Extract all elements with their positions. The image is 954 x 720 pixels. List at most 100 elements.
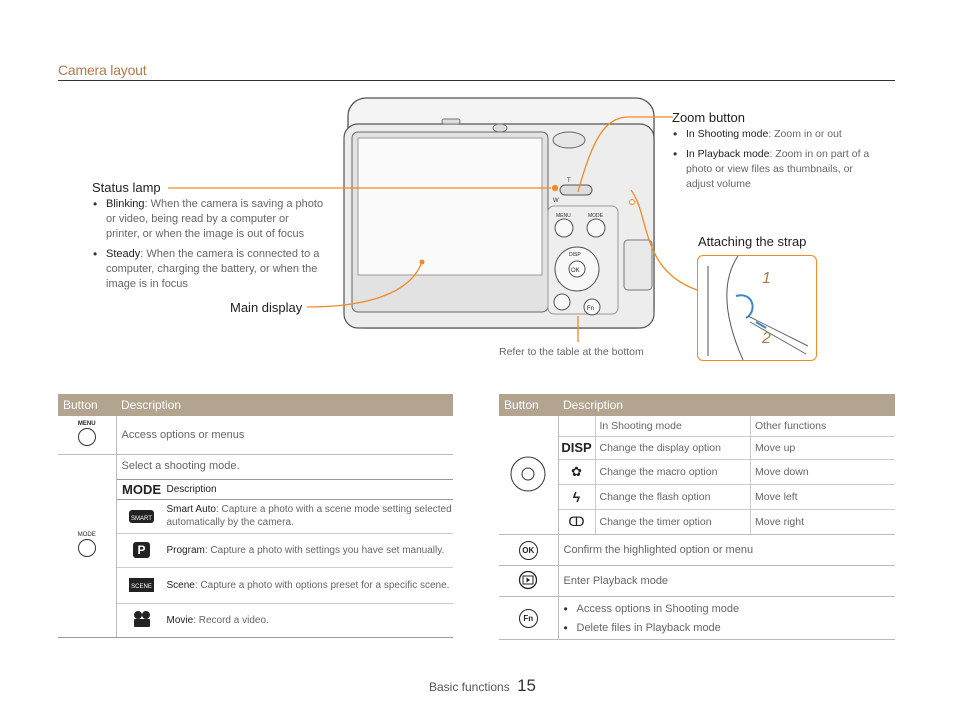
disp-other: Move up (750, 436, 895, 460)
strap-title: Attaching the strap (698, 234, 807, 249)
footer-section: Basic functions (429, 680, 510, 694)
table-row: Enter Playback mode (499, 565, 895, 597)
camera-illustration: T W MENU MODE OK DISP Fn (343, 97, 655, 329)
table-row: SMART Smart Auto: Capture a photo with a… (116, 499, 453, 534)
playback-icon (519, 570, 538, 589)
program-icon-text: P (133, 542, 150, 558)
smart-auto-text: : Capture a photo with a scene mode sett… (166, 504, 452, 528)
macro-shooting: Change the macro option (594, 459, 751, 485)
ok-icon-cell: OK (499, 534, 559, 566)
zoom-button-callout: Zoom button In Shooting mode: Zoom in or… (672, 110, 882, 197)
refer-note: Refer to the table at the bottom (499, 346, 644, 358)
fn-item: Delete files in Playback mode (564, 621, 895, 636)
movie-text: : Record a video. (193, 614, 269, 626)
smart-auto-term: Smart Auto (166, 504, 216, 515)
right-header-button: Button (499, 394, 558, 416)
zoom-text: : Zoom in on part of a photo or view fil… (686, 148, 870, 190)
table-row: OK Confirm the highlighted option or men… (499, 534, 895, 566)
strap-illustration (697, 255, 817, 361)
smart-auto-icon: SMART (116, 499, 167, 534)
zoom-item: In Shooting mode: Zoom in or out (673, 127, 882, 142)
strap-step-2: 2 (762, 330, 771, 347)
nav-col-other: Other functions (750, 416, 895, 437)
camera-fn-label: Fn (587, 306, 594, 312)
mode-button-label: MODE (77, 531, 96, 538)
mode-sub-table: MODE Description SMART Smart Auto: Captu… (116, 478, 454, 638)
menu-button-icon (77, 427, 96, 446)
status-lamp-item: Blinking: When the camera is saving a ph… (93, 197, 324, 242)
table-row: ↀ Change the timer option Move right (559, 509, 895, 534)
flash-icon: ϟ (558, 484, 595, 510)
table-row: ✿ Change the macro option Move down (558, 459, 895, 485)
zoom-text: : Zoom in or out (768, 128, 842, 140)
smart-auto-text-cell: Smart Auto: Capture a photo with a scene… (166, 499, 453, 534)
program-term: Program (166, 544, 205, 556)
header-divider (58, 80, 895, 81)
status-lamp-callout: Status lamp Blinking: When the camera is… (92, 180, 324, 297)
table-row: P Program: Capture a photo with settings… (116, 533, 453, 568)
fn-icon: Fn (518, 608, 538, 628)
fn-description-cell: Access options in Shooting mode Delete f… (558, 596, 895, 640)
camera-mode-label: MODE (588, 213, 604, 219)
table-row: SCENE Scene: Capture a photo with option… (116, 567, 453, 604)
playback-description: Enter Playback mode (558, 565, 895, 597)
scene-icon-text: SCENE (129, 578, 154, 592)
table-row: DISP Change the display option Move up (558, 436, 895, 460)
left-header-button: Button (58, 394, 116, 416)
camera-ok-label: OK (571, 268, 580, 274)
mode-button-icon (77, 538, 96, 557)
main-display-title: Main display (230, 300, 303, 315)
status-lamp-text: : When the camera is saving a photo or v… (106, 198, 324, 240)
mode-icon-header: MODE (116, 479, 167, 500)
menu-button-cell: MENU (58, 416, 117, 455)
zoom-term: In Playback mode (686, 148, 770, 160)
disp-shooting: Change the display option (594, 436, 751, 460)
macro-icon: ✿ (558, 459, 595, 485)
scene-text-cell: Scene: Capture a photo with options pres… (166, 567, 453, 604)
timer-other: Move right (750, 509, 895, 534)
movie-icon (117, 603, 167, 637)
status-lamp-term: Steady (106, 248, 141, 260)
mode-sub-header: Description (166, 479, 453, 500)
zoom-button-title: Zoom button (672, 110, 745, 125)
mode-description-cell: Select a shooting mode. MODE Description… (116, 454, 453, 638)
status-lamp-title: Status lamp (92, 180, 161, 195)
nav-dial-icon (510, 456, 546, 491)
timer-icon: ↀ (568, 513, 585, 529)
nav-sub-table: In Shooting mode Other functions DISP Ch… (558, 416, 895, 534)
status-lamp-item: Steady: When the camera is connected to … (93, 247, 324, 292)
scene-icon: SCENE (116, 567, 167, 604)
status-lamp-text: : When the camera is connected to a comp… (106, 248, 320, 290)
camera-disp-label: DISP (569, 252, 581, 258)
zoom-item: In Playback mode: Zoom in on part of a p… (673, 147, 882, 192)
flash-shooting: Change the flash option (594, 484, 751, 510)
nav-col-shooting: In Shooting mode (594, 416, 751, 437)
disp-icon: DISP (558, 436, 595, 460)
table-row: MENU Access options or menus (58, 416, 453, 455)
smart-auto-icon-text: SMART (129, 509, 154, 523)
ok-icon: OK (518, 540, 538, 560)
movie-text-cell: Movie: Record a video. (167, 603, 454, 637)
page-number: 15 (517, 676, 536, 695)
zoom-term: In Shooting mode (686, 128, 769, 140)
menu-button-label: MENU (77, 420, 96, 427)
scene-text: : Capture a photo with options preset fo… (194, 579, 450, 591)
table-row: MODE Select a shooting mode. MODE Descri… (58, 454, 453, 638)
program-text-cell: Program: Capture a photo with settings y… (166, 533, 453, 568)
left-button-table: Button Description MENU Access options o… (58, 394, 453, 638)
fn-item: Access options in Shooting mode (564, 602, 895, 617)
timer-shooting: Change the timer option (594, 509, 751, 534)
status-lamp-term: Blinking (106, 198, 145, 210)
strap-step-1: 1 (762, 270, 771, 287)
nav-dial-cell (499, 416, 559, 535)
left-header-description: Description (116, 394, 453, 416)
table-row: In Shooting mode Other functions DISP Ch… (499, 416, 895, 535)
mode-button-cell: MODE (58, 454, 117, 638)
right-button-table: Button Description In Shooting mode Othe… (499, 394, 895, 640)
playback-icon-cell (499, 565, 559, 597)
nav-sub-cell: In Shooting mode Other functions DISP Ch… (558, 416, 895, 535)
table-row: ϟ Change the flash option Move left (558, 484, 895, 510)
program-icon: P (116, 533, 167, 568)
flash-other: Move left (750, 484, 895, 510)
